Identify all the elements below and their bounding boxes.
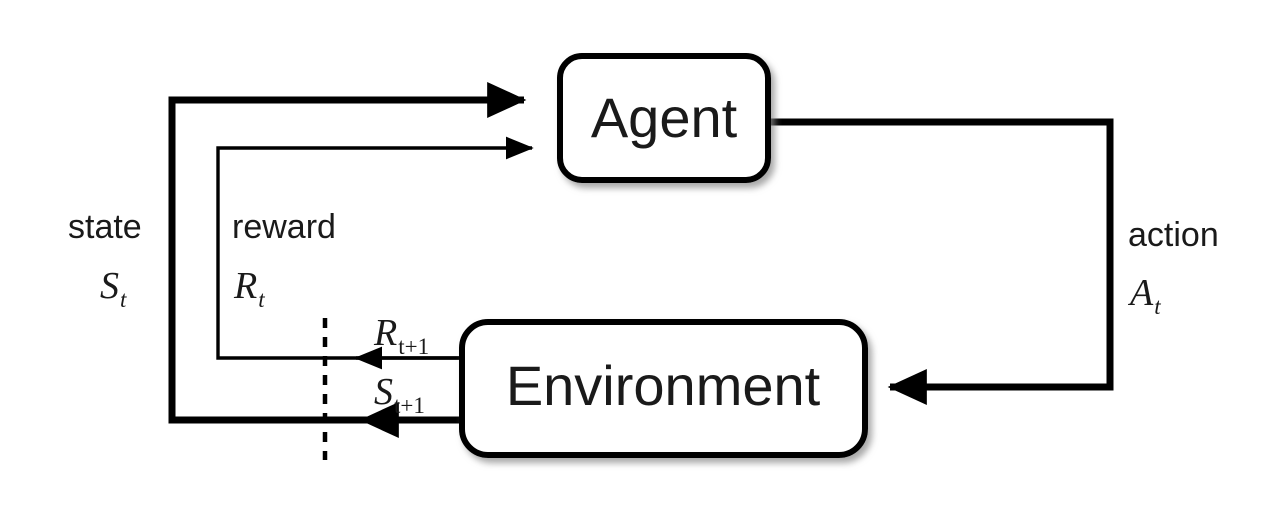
state-symbol-label: St [100, 265, 127, 312]
agent-node[interactable]: Agent [557, 53, 771, 183]
edge-state-feedback [168, 81, 527, 424]
action-symbol-label: At [1127, 272, 1161, 319]
edge-action-forward [768, 118, 1114, 406]
state-next-label: St+1 [374, 371, 425, 418]
action-forward-line [768, 118, 1114, 406]
environment-label: Environment [506, 354, 821, 417]
action-word-label: action [1128, 216, 1219, 254]
state-feedback-line [168, 81, 527, 424]
state-word-label: state [68, 208, 142, 246]
agent-box[interactable] [557, 53, 771, 183]
reward-next-label: Rt+1 [373, 312, 429, 359]
reward-feedback-line [216, 136, 534, 360]
edge-reward-feedback [216, 136, 534, 360]
environment-node[interactable]: Environment [459, 319, 868, 458]
environment-box[interactable] [459, 319, 868, 458]
state-next-label-group: St+1 [374, 371, 425, 418]
agent-label: Agent [591, 86, 738, 149]
reward-label-group: reward Rt [232, 208, 336, 312]
reward-next-label-group: Rt+1 [373, 312, 429, 359]
action-label-group: action At [1127, 216, 1219, 319]
reward-symbol-label: Rt [233, 265, 265, 312]
reward-word-label: reward [232, 208, 336, 246]
state-label-group: state St [68, 208, 142, 312]
